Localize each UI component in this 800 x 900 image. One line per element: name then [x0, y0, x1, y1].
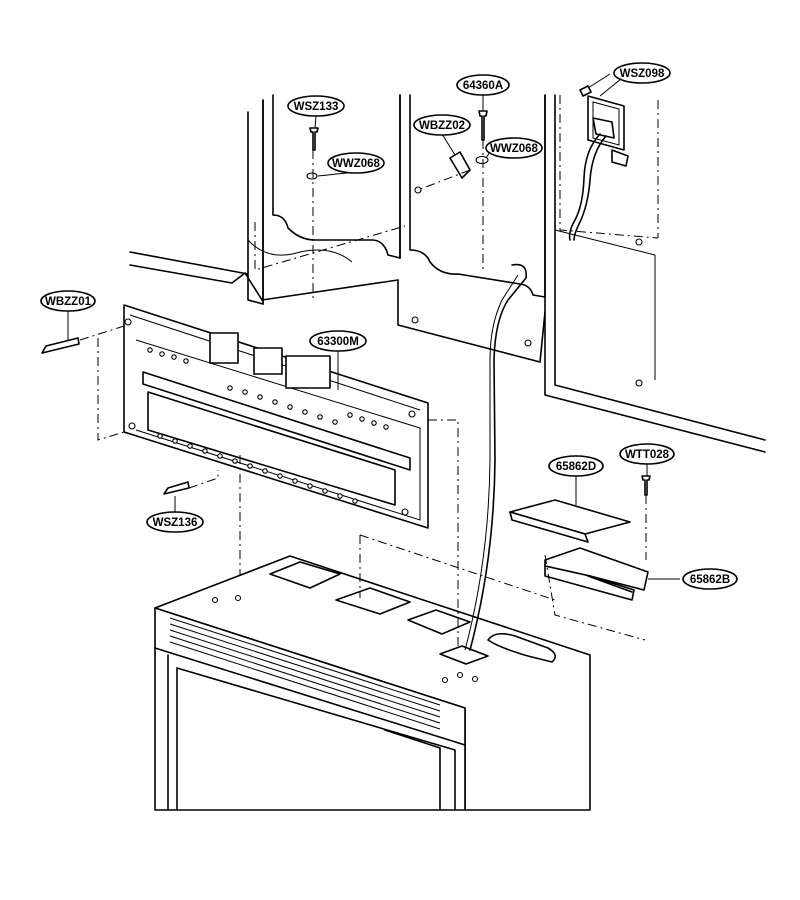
microwave-oven — [154, 555, 591, 811]
mounting-plate — [123, 304, 429, 529]
callout-label: WSZ098 — [620, 68, 665, 80]
callout-63300m: 63300M — [309, 330, 367, 352]
callout-label: WWZ068 — [490, 143, 539, 155]
callout-label: 64360A — [463, 80, 503, 92]
callout-label: WTT028 — [625, 449, 670, 461]
callout-wbzz02: WBZZ02 — [413, 114, 471, 136]
callout-65862d: 65862D — [548, 455, 604, 477]
power-cord-inner — [464, 274, 519, 651]
callout-wwz068-left: WWZ068 — [327, 152, 385, 174]
assembly-guide-lines — [79, 140, 647, 650]
callout-65862b: 65862B — [682, 568, 738, 590]
callout-wsz098: WSZ098 — [613, 62, 671, 84]
callout-label: WBZZ01 — [45, 296, 92, 308]
callout-label: WSZ136 — [153, 517, 198, 529]
mounting-plate-holes — [124, 318, 416, 516]
callout-label: WBZZ02 — [419, 120, 465, 132]
callout-label: WWZ068 — [332, 158, 381, 170]
callout-label: WSZ133 — [294, 101, 339, 113]
wall-cabinets — [129, 94, 766, 453]
callout-wsz133: WSZ133 — [287, 95, 345, 117]
callout-wtt028: WTT028 — [619, 443, 675, 465]
callout-wwz068-right: WWZ068 — [485, 137, 543, 159]
vent-grille — [169, 617, 441, 730]
callout-64360a: 64360A — [456, 74, 510, 96]
power-cord — [469, 263, 528, 651]
damper-assembly — [509, 499, 649, 601]
callout-wsz136: WSZ136 — [146, 511, 204, 533]
power-outlet-and-cord — [568, 69, 633, 241]
callout-label: 65862B — [690, 574, 730, 586]
callout-wbzz01: WBZZ01 — [40, 290, 96, 312]
callout-label: 65862D — [556, 461, 596, 473]
callout-label: 63300M — [317, 336, 359, 348]
